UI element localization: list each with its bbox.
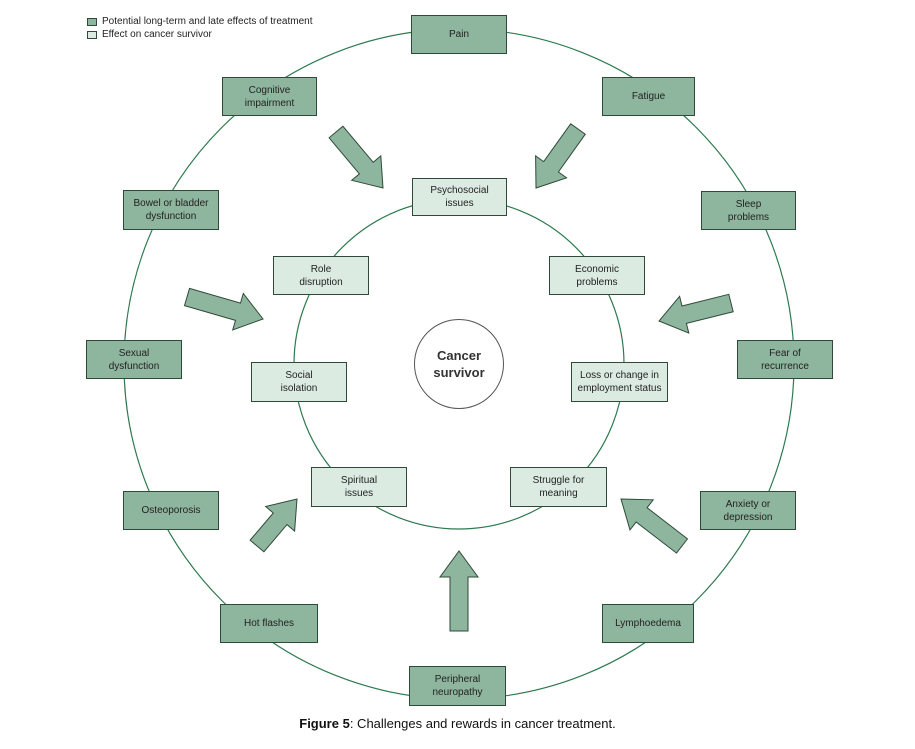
outer-box-fear-of-recurrence: Fear of recurrence bbox=[737, 340, 833, 379]
inner-box-role-disruption: Role disruption bbox=[273, 256, 369, 295]
cancer-survivor-circle: Cancer survivor bbox=[414, 319, 504, 409]
legend-item-survivor-effect: Effect on cancer survivor bbox=[87, 28, 313, 41]
block-arrow bbox=[439, 550, 479, 632]
block-arrow bbox=[183, 287, 264, 331]
outer-box-fatigue: Fatigue bbox=[602, 77, 695, 116]
outer-box-bowel-or-bladder-dysfunction: Bowel or bladder dysfunction bbox=[123, 190, 219, 230]
caption-text: : Challenges and rewards in cancer treat… bbox=[349, 716, 616, 731]
inner-box-struggle-for-meaning: Struggle for meaning bbox=[510, 467, 607, 507]
inner-box-psychosocial-issues: Psychosocial issues bbox=[412, 178, 507, 216]
outer-box-sleep-problems: Sleep problems bbox=[701, 191, 796, 230]
outer-box-hot-flashes: Hot flashes bbox=[220, 604, 318, 643]
outer-box-sexual-dysfunction: Sexual dysfunction bbox=[86, 340, 182, 379]
outer-box-anxiety-or-depression: Anxiety or depression bbox=[700, 491, 796, 530]
block-arrow bbox=[328, 125, 384, 189]
legend-item-late-effects: Potential long-term and late effects of … bbox=[87, 15, 313, 28]
outer-box-pain: Pain bbox=[411, 15, 507, 54]
block-arrow bbox=[658, 293, 734, 334]
figure-caption: Figure 5: Challenges and rewards in canc… bbox=[0, 716, 915, 731]
block-arrow bbox=[535, 123, 586, 189]
caption-label: Figure 5 bbox=[299, 716, 350, 731]
inner-box-social-isolation: Social isolation bbox=[251, 362, 347, 402]
inner-box-spiritual-issues: Spiritual issues bbox=[311, 467, 407, 507]
block-arrow bbox=[249, 498, 298, 553]
inner-box-economic-problems: Economic problems bbox=[549, 256, 645, 295]
arrows-group bbox=[183, 123, 734, 632]
inner-box-employment-status: Loss or change in employment status bbox=[571, 362, 668, 402]
block-arrow bbox=[620, 498, 689, 554]
legend-label: Effect on cancer survivor bbox=[102, 29, 212, 40]
outer-box-lymphoedema: Lymphoedema bbox=[602, 604, 694, 643]
outer-box-cognitive-impairment: Cognitive impairment bbox=[222, 77, 317, 116]
legend-swatch-light bbox=[87, 30, 97, 39]
outer-box-osteoporosis: Osteoporosis bbox=[123, 491, 219, 530]
legend-label: Potential long-term and late effects of … bbox=[102, 16, 313, 27]
legend: Potential long-term and late effects of … bbox=[87, 15, 313, 41]
outer-box-peripheral-neuropathy: Peripheral neuropathy bbox=[409, 666, 506, 706]
legend-swatch-dark bbox=[87, 17, 97, 26]
